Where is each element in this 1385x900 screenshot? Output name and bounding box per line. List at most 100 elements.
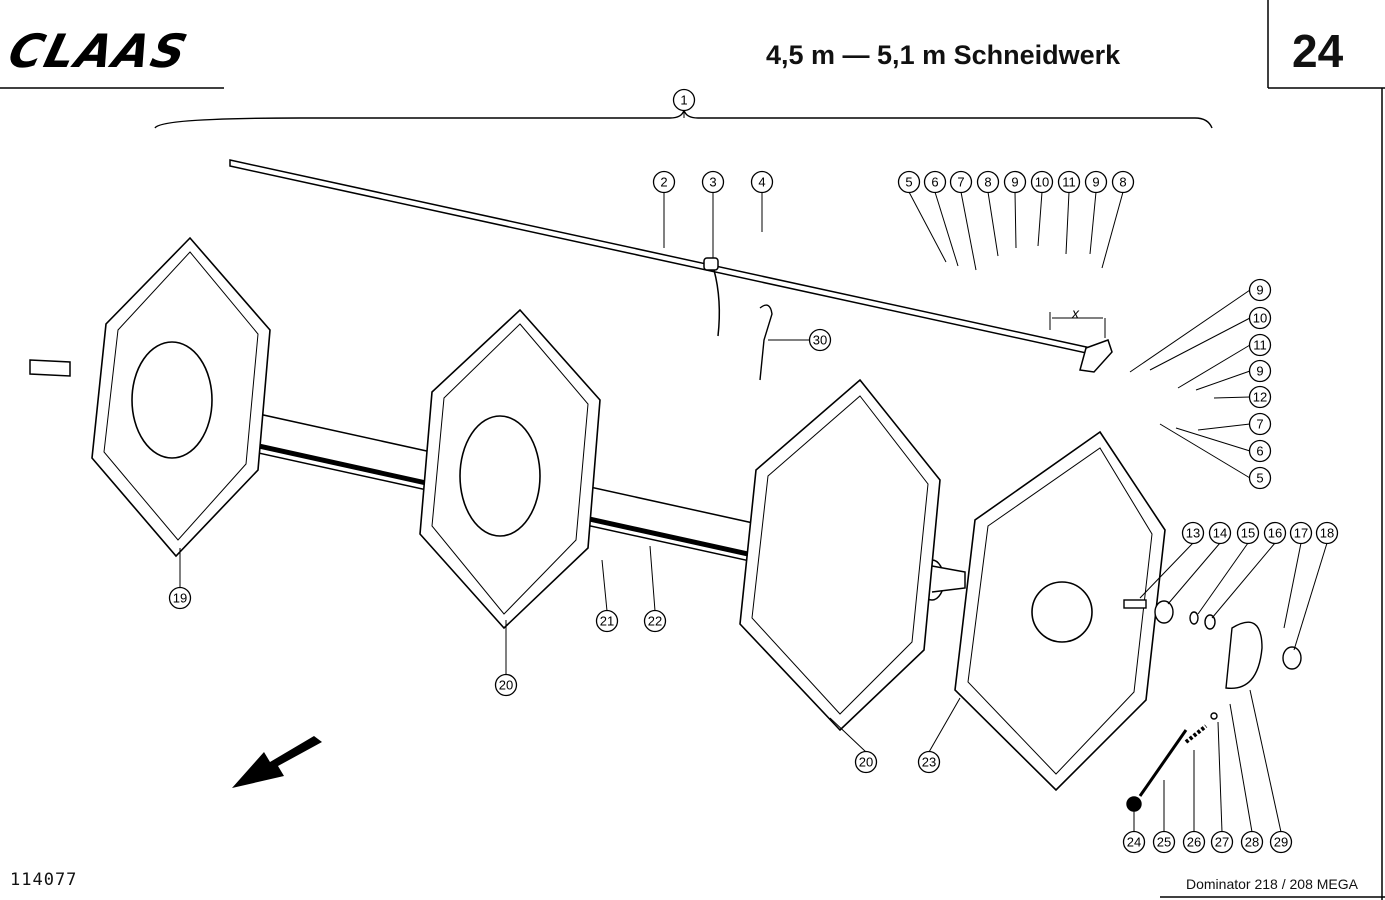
- callout-leader: [928, 697, 961, 753]
- callout-30: 30: [808, 328, 832, 352]
- callout-circle: [808, 328, 832, 352]
- callout-number: 23: [922, 755, 936, 770]
- callout-circle: [1248, 359, 1272, 383]
- callout-leader: [1195, 370, 1251, 391]
- callout-circle: [672, 88, 696, 112]
- callout-circle: [1152, 830, 1176, 854]
- callout-leader: [1229, 703, 1253, 833]
- callout-leader: [1089, 191, 1097, 255]
- callout-number: 26: [1187, 835, 1201, 850]
- callout-number: 5: [1256, 471, 1263, 486]
- callout-leader: [1167, 542, 1221, 605]
- callout-circle: [1248, 439, 1272, 463]
- callout-number: 11: [1253, 338, 1267, 353]
- callout-10: 10: [1030, 170, 1054, 194]
- callout-21: 21: [595, 609, 619, 633]
- callout-number: 2: [660, 175, 667, 190]
- direction-arrow: [232, 736, 322, 788]
- callout-11: 11: [1248, 333, 1272, 357]
- callout-number: 8: [1119, 175, 1126, 190]
- callout-circle: [168, 586, 192, 610]
- callout-number: 25: [1157, 835, 1171, 850]
- callout-leader: [1037, 191, 1043, 247]
- callout-16: 16: [1263, 521, 1287, 545]
- callout-number: 7: [1256, 417, 1263, 432]
- callout-12: 12: [1248, 385, 1272, 409]
- callout-2: 2: [652, 170, 676, 194]
- callout-circle: [1030, 170, 1054, 194]
- callout-circle: [1208, 521, 1232, 545]
- callout-number: 9: [1256, 283, 1263, 298]
- callout-circle: [652, 170, 676, 194]
- callout-leader: [1159, 423, 1251, 479]
- callout-circle: [854, 750, 878, 774]
- callout-number: 10: [1035, 175, 1049, 190]
- callout-leader: [1197, 423, 1251, 431]
- callout-number: 19: [173, 591, 187, 606]
- callout-circle: [1084, 170, 1108, 194]
- callout-number: 20: [499, 678, 513, 693]
- callout-circle: [1289, 521, 1313, 545]
- page-number: 24: [1292, 25, 1344, 77]
- callout-4: 4: [750, 170, 774, 194]
- callout-20: 20: [494, 673, 518, 697]
- callout-10: 10: [1248, 306, 1272, 330]
- callout-leader: [960, 191, 977, 271]
- callout-1: 1: [672, 88, 696, 112]
- callout-circle: [643, 609, 667, 633]
- reel-spider-20b: [739, 378, 941, 732]
- reel-end-disc-23: [954, 430, 1166, 792]
- tine-tube: [229, 159, 1113, 373]
- callout-circle: [1269, 830, 1293, 854]
- callout-leader: [1283, 542, 1302, 629]
- callout-leader: [1211, 542, 1276, 619]
- callout-9: 9: [1248, 278, 1272, 302]
- callout-number: 6: [931, 175, 938, 190]
- callout-circle: [976, 170, 1000, 194]
- callout-circle: [949, 170, 973, 194]
- callout-leader: [1139, 542, 1194, 599]
- callout-circle: [1248, 412, 1272, 436]
- callout-number: 28: [1245, 835, 1259, 850]
- callout-number: 21: [600, 614, 614, 629]
- callout-leader: [649, 545, 656, 612]
- dimension-x-label: x: [1071, 305, 1080, 321]
- callout-9: 9: [1003, 170, 1027, 194]
- callout-number: 17: [1294, 526, 1308, 541]
- callout-7: 7: [1248, 412, 1272, 436]
- callout-leader: [1177, 344, 1251, 389]
- callout-5: 5: [897, 170, 921, 194]
- callout-6: 6: [923, 170, 947, 194]
- callout-number: 9: [1092, 175, 1099, 190]
- reel-spider-19: [91, 236, 271, 558]
- callout-number: 20: [859, 755, 873, 770]
- callout-18: 18: [1315, 521, 1339, 545]
- callout-number: 7: [957, 175, 964, 190]
- callout-circle: [1248, 333, 1272, 357]
- callout-24: 24: [1122, 830, 1146, 854]
- callout-number: 24: [1127, 835, 1141, 850]
- callout-9: 9: [1084, 170, 1108, 194]
- page-title: 4,5 m — 5,1 m Schneidwerk: [766, 40, 1121, 70]
- callout-22: 22: [643, 609, 667, 633]
- callout-leader: [1197, 542, 1249, 615]
- callout-number: 15: [1241, 526, 1255, 541]
- callout-circle: [1182, 830, 1206, 854]
- callout-circle: [1263, 521, 1287, 545]
- callout-15: 15: [1236, 521, 1260, 545]
- callout-leader: [1175, 427, 1251, 452]
- callout-3: 3: [701, 170, 725, 194]
- bearing-parts: [1123, 599, 1302, 812]
- callout-circle: [1248, 385, 1272, 409]
- callout-leader: [1217, 721, 1223, 833]
- callout-circle: [1122, 830, 1146, 854]
- callout-leader: [829, 717, 867, 753]
- callout-11: 11: [1057, 170, 1081, 194]
- callout-circle: [1248, 306, 1272, 330]
- assembly-brace: [154, 109, 1213, 129]
- claas-logo: CLAAS: [3, 24, 195, 78]
- callout-9: 9: [1248, 359, 1272, 383]
